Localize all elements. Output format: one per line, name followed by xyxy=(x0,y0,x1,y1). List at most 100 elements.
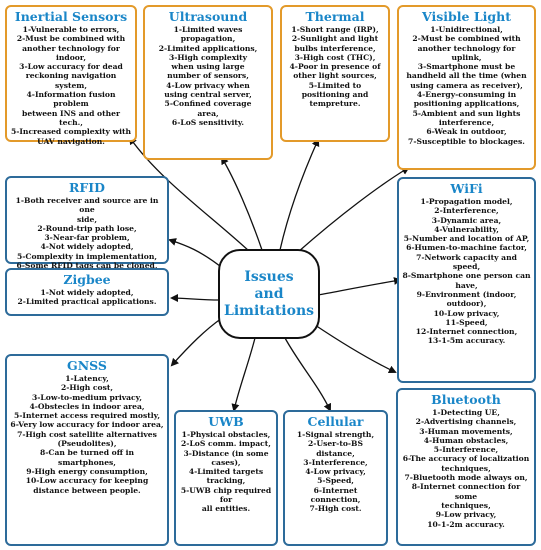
arrow-zigbee xyxy=(170,294,221,303)
issue-item: 2-User-to-BS distance, xyxy=(308,439,363,458)
issue-item: side, xyxy=(77,214,97,224)
box-title: WiFi xyxy=(450,181,483,196)
issue-item: 5-Increased complexity with xyxy=(10,127,132,137)
arrow-wifi xyxy=(317,277,402,296)
issue-item: 4-Poor in presence of xyxy=(289,62,381,72)
issue-item: area, xyxy=(197,108,219,118)
issue-item: outdoor), xyxy=(446,299,487,309)
issue-item: 5-Complexity in implementation, xyxy=(16,251,157,261)
issue-item: 8-Smartphone one person can xyxy=(402,271,531,281)
issue-item: 6-Weak in outdoor, xyxy=(426,127,507,137)
issue-item: 2-Must be combined with xyxy=(412,34,521,44)
issue-item: 4-Human obstacles, xyxy=(423,435,509,445)
issue-item: 2-LoS comm. impact, xyxy=(181,439,271,449)
issue-item: number of sensors, xyxy=(167,71,249,81)
issue-item: 1-Latency, xyxy=(65,374,109,383)
issue-item: 3-High cost (THC), xyxy=(294,52,376,62)
issue-item: 4-Vulnerability, xyxy=(434,224,499,234)
issue-item: 1-Propagation model, xyxy=(420,197,513,206)
issue-item: have, xyxy=(455,280,478,290)
issue-item: 9-High energy consumption, xyxy=(26,466,148,476)
issue-item: 6-Some RFID tags can be cloned, xyxy=(16,261,158,271)
issue-list: 1-Signal strength,2-User-to-BS distance,… xyxy=(288,430,383,514)
bluetooth-box: Bluetooth 1-Detecting UE,2-Advertising c… xyxy=(396,388,536,546)
issue-item: positioning applications, xyxy=(413,99,520,109)
issue-list: 1-Short range (IRP),2-Sunlight and light… xyxy=(285,25,385,109)
issue-item: 13-1-5m accuracy. xyxy=(427,336,506,346)
issue-item: 7-Bluetooth mode always on, xyxy=(404,473,528,483)
issue-item: 10-1-2m accuracy. xyxy=(427,519,505,529)
issue-item: 3-Distance (in some cases), xyxy=(183,448,269,467)
zigbee-box: Zigbee 1-Not widely adopted,2-Limited pr… xyxy=(5,268,169,316)
issue-list: 1-Physical obstacles,2-LoS comm. impact,… xyxy=(179,430,273,514)
issue-item: 2-Sunlight and light xyxy=(291,34,379,44)
box-title: GNSS xyxy=(67,358,107,373)
issue-item: another technology for uplink, xyxy=(417,43,516,62)
issue-item: 1-Vulnerable to errors, xyxy=(22,25,120,34)
issue-item: 8-Internet connection for some xyxy=(411,482,521,501)
arrow-inertial xyxy=(128,136,251,253)
issue-item: 3-Low accuracy for dead xyxy=(19,62,123,72)
issue-item: when using large xyxy=(171,62,245,72)
issue-item: 3-High complexity xyxy=(168,52,248,62)
issue-item: 10-Low privacy, xyxy=(433,308,500,318)
issue-item: 4-Limited targets tracking, xyxy=(188,467,264,486)
arrow-gnss xyxy=(170,317,223,367)
issue-item: 3-Interference, xyxy=(303,457,368,467)
issue-item: 1-Signal strength, xyxy=(296,430,375,439)
issue-item: 7-High cost satellite alternatives xyxy=(17,429,157,439)
arrow-ultrasound xyxy=(220,156,263,251)
issue-item: 2-Interference, xyxy=(434,206,499,216)
issue-item: 4-Information fusion problem xyxy=(26,90,116,109)
issue-list: 1-Not widely adopted,2-Limited practical… xyxy=(10,288,164,307)
wifi-box: WiFi 1-Propagation model,2-Interference,… xyxy=(397,177,536,383)
center-line-1: Issues xyxy=(244,268,294,285)
issue-item: bulbs interference, xyxy=(294,43,376,53)
issue-item: techniques, xyxy=(441,463,491,473)
thermal-box: Thermal 1-Short range (IRP),2-Sunlight a… xyxy=(280,5,390,142)
issue-item: 5-Internet access required mostly, xyxy=(14,411,160,421)
issue-item: handheld all the time (when xyxy=(406,71,527,81)
issue-item: UAV navigation. xyxy=(37,136,105,146)
issue-item: 1-Both receiver and source are in one xyxy=(15,196,159,215)
box-title: Visible Light xyxy=(422,9,511,24)
issue-item: 1-Physical obstacles, xyxy=(181,430,271,439)
issue-list: 1-Unidirectional,2-Must be combined with… xyxy=(402,25,531,146)
issue-item: (Pseudolites), xyxy=(57,439,117,449)
issue-item: 1-Limited waves xyxy=(173,25,243,34)
issue-item: 5-Confined coverage xyxy=(164,99,252,109)
issue-item: interference, xyxy=(438,117,495,127)
issue-item: techniques, xyxy=(441,500,491,510)
arrow-uwb xyxy=(231,337,256,412)
issue-item: 5-Number and location of AP, xyxy=(403,234,530,244)
uwb-box: UWB 1-Physical obstacles,2-LoS comm. imp… xyxy=(174,410,278,546)
issue-item: 5-Interference, xyxy=(433,445,499,455)
issue-item: 1-Unidirectional, xyxy=(430,25,503,34)
issue-item: 4-Low privacy, xyxy=(305,467,366,477)
issue-item: 9-Low privacy, xyxy=(435,510,497,520)
issue-item: 10-Low accuracy for keeping xyxy=(25,476,149,486)
issue-list: 1-Vulnerable to errors,2-Must be combine… xyxy=(10,25,132,146)
box-title: Cellular xyxy=(307,414,364,429)
issue-item: 3-Human movements, xyxy=(419,426,513,436)
box-title: RFID xyxy=(69,180,105,195)
issue-item: 5-Limited to xyxy=(308,80,362,90)
arrow-bluetooth xyxy=(314,324,397,374)
issue-item: using camera as receiver), xyxy=(410,80,523,90)
issue-item: tempreture. xyxy=(309,99,361,109)
issue-item: propagation, xyxy=(180,34,236,44)
issue-item: 6-Very low accuracy for indoor area, xyxy=(10,420,164,430)
issue-item: 5-Speed, xyxy=(317,476,354,486)
issue-list: 1-Propagation model,2-Interference,3-Dyn… xyxy=(402,197,531,346)
issue-item: 6-Humen-to-machine factor, xyxy=(406,243,527,253)
box-title: Thermal xyxy=(305,9,365,24)
cellular-box: Cellular 1-Signal strength,2-User-to-BS … xyxy=(283,410,388,546)
issue-item: other light sources, xyxy=(293,71,377,81)
issue-item: 7-Susceptible to blockages. xyxy=(408,136,525,146)
issue-item: 9-Environment (indoor, xyxy=(416,289,517,299)
arrow-thermal xyxy=(279,138,320,251)
issue-item: distance between people. xyxy=(33,485,141,495)
